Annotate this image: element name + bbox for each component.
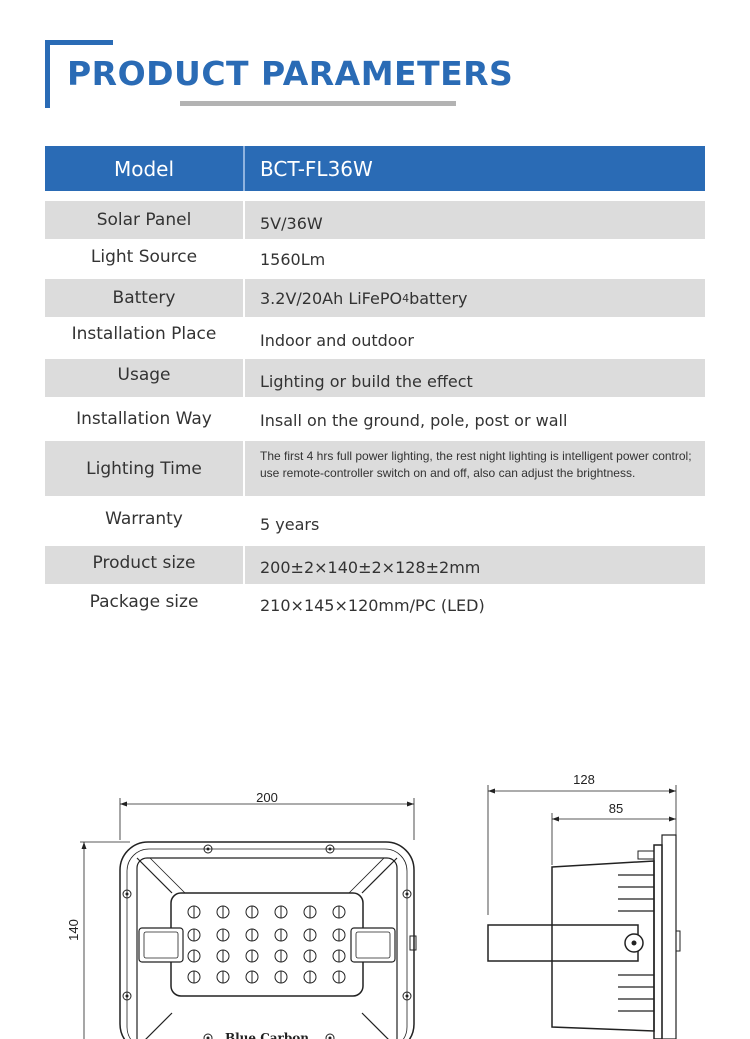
column-divider — [243, 279, 245, 317]
title-underline — [180, 101, 456, 106]
side-view-drawing: 128 85 — [487, 772, 681, 1039]
housing-outer — [119, 841, 415, 1039]
corner-rib — [361, 1012, 389, 1039]
title-corner-bracket-top — [45, 40, 113, 45]
battery-value-subscript: 4 — [402, 291, 410, 305]
row-label: Package size — [89, 592, 199, 612]
row-label: Lighting Time — [86, 458, 202, 479]
table-row: Installation Way Insall on the ground, p… — [45, 397, 705, 441]
corner-rib — [149, 857, 186, 894]
table-row: Usage Lighting or build the effect — [45, 359, 705, 397]
arrow-left — [552, 816, 559, 822]
front-view-drawing: 200 140 — [66, 790, 417, 1039]
body-dimension-label: 85 — [609, 801, 623, 816]
row-label: Installation Way — [76, 409, 212, 429]
clip-left — [138, 927, 184, 963]
connector-port — [409, 935, 417, 951]
row-value: Insall on the ground, pole, post or wall — [260, 410, 568, 430]
depth-dimension-label: 128 — [573, 772, 595, 787]
table-row: Solar Panel 5V/36W — [45, 201, 705, 239]
top-screw-boss — [637, 850, 655, 860]
row-label: Product size — [92, 553, 196, 573]
header-value: BCT-FL36W — [260, 156, 373, 181]
page-title: PRODUCT PARAMETERS — [67, 54, 514, 93]
column-divider — [243, 546, 245, 584]
front-glass — [661, 834, 677, 1039]
front-bezel — [653, 844, 663, 1039]
width-dimension-label: 200 — [256, 790, 278, 805]
row-value: 210×145×120mm/PC (LED) — [260, 595, 485, 615]
clip-right — [350, 927, 396, 963]
row-value: 200±2×140±2×128±2mm — [260, 557, 481, 577]
column-divider — [243, 201, 245, 239]
table-row: Package size 210×145×120mm/PC (LED) — [45, 584, 705, 626]
height-dimension-label: 140 — [66, 919, 81, 941]
lighting-time-line-2: use remote-controller switch on and off,… — [260, 465, 636, 480]
heat-sink-fins — [618, 874, 654, 1012]
corner-rib — [361, 857, 398, 894]
housing-face — [136, 857, 398, 1039]
led-array — [187, 905, 346, 984]
table-row: Light Source 1560Lm — [45, 239, 705, 279]
column-divider — [243, 359, 245, 397]
table-row: Warranty 5 years — [45, 496, 705, 546]
section-title-block: PRODUCT PARAMETERS — [45, 40, 513, 110]
mounting-bracket — [487, 924, 639, 962]
arrow-right — [407, 801, 414, 807]
battery-value-end: battery — [409, 288, 468, 308]
row-label: Usage — [117, 365, 171, 385]
row-value: Indoor and outdoor — [260, 330, 414, 350]
screw-icon — [122, 844, 412, 1039]
housing-inner — [126, 848, 408, 1039]
clip-left-inner — [143, 931, 179, 959]
table-header-row: Model BCT-FL36W — [45, 146, 705, 191]
bracket-knob-center — [631, 940, 637, 946]
row-value: 1560Lm — [260, 249, 326, 269]
table-row: Product size 200±2×140±2×128±2mm — [45, 546, 705, 584]
lighting-time-line-1: The first 4 hrs full power lighting, the… — [260, 448, 692, 463]
row-label: Warranty — [105, 509, 183, 529]
battery-value-main: 3.2V/20Ah LiFePO — [260, 288, 403, 308]
corner-rib — [348, 857, 385, 894]
arrow-left — [120, 801, 127, 807]
row-value: The first 4 hrs full power lighting, the… — [245, 441, 705, 496]
brand-logo-text: Blue Carbon — [225, 1031, 309, 1039]
row-label: Installation Place — [71, 324, 217, 344]
row-value: 5 years — [260, 514, 320, 534]
arrow-right — [669, 788, 676, 794]
side-port — [675, 930, 681, 952]
row-label: Battery — [112, 288, 176, 308]
clip-right-inner — [355, 931, 391, 959]
table-row: Lighting Time The first 4 hrs full power… — [45, 441, 705, 496]
row-label: Light Source — [90, 247, 198, 267]
arrow-left — [488, 788, 495, 794]
table-row: Installation Place Indoor and outdoor — [45, 317, 705, 359]
row-value: Lighting or build the effect — [260, 371, 473, 391]
header-label: Model — [113, 156, 175, 181]
corner-rib — [145, 1012, 173, 1039]
arrow-right — [669, 816, 676, 822]
row-label: Solar Panel — [96, 210, 192, 230]
column-divider — [243, 146, 245, 191]
title-corner-bracket — [45, 40, 50, 108]
row-value: 5V/36W — [260, 213, 323, 233]
arrow-top — [81, 842, 87, 849]
column-divider — [243, 441, 245, 496]
corner-rib — [136, 857, 173, 894]
